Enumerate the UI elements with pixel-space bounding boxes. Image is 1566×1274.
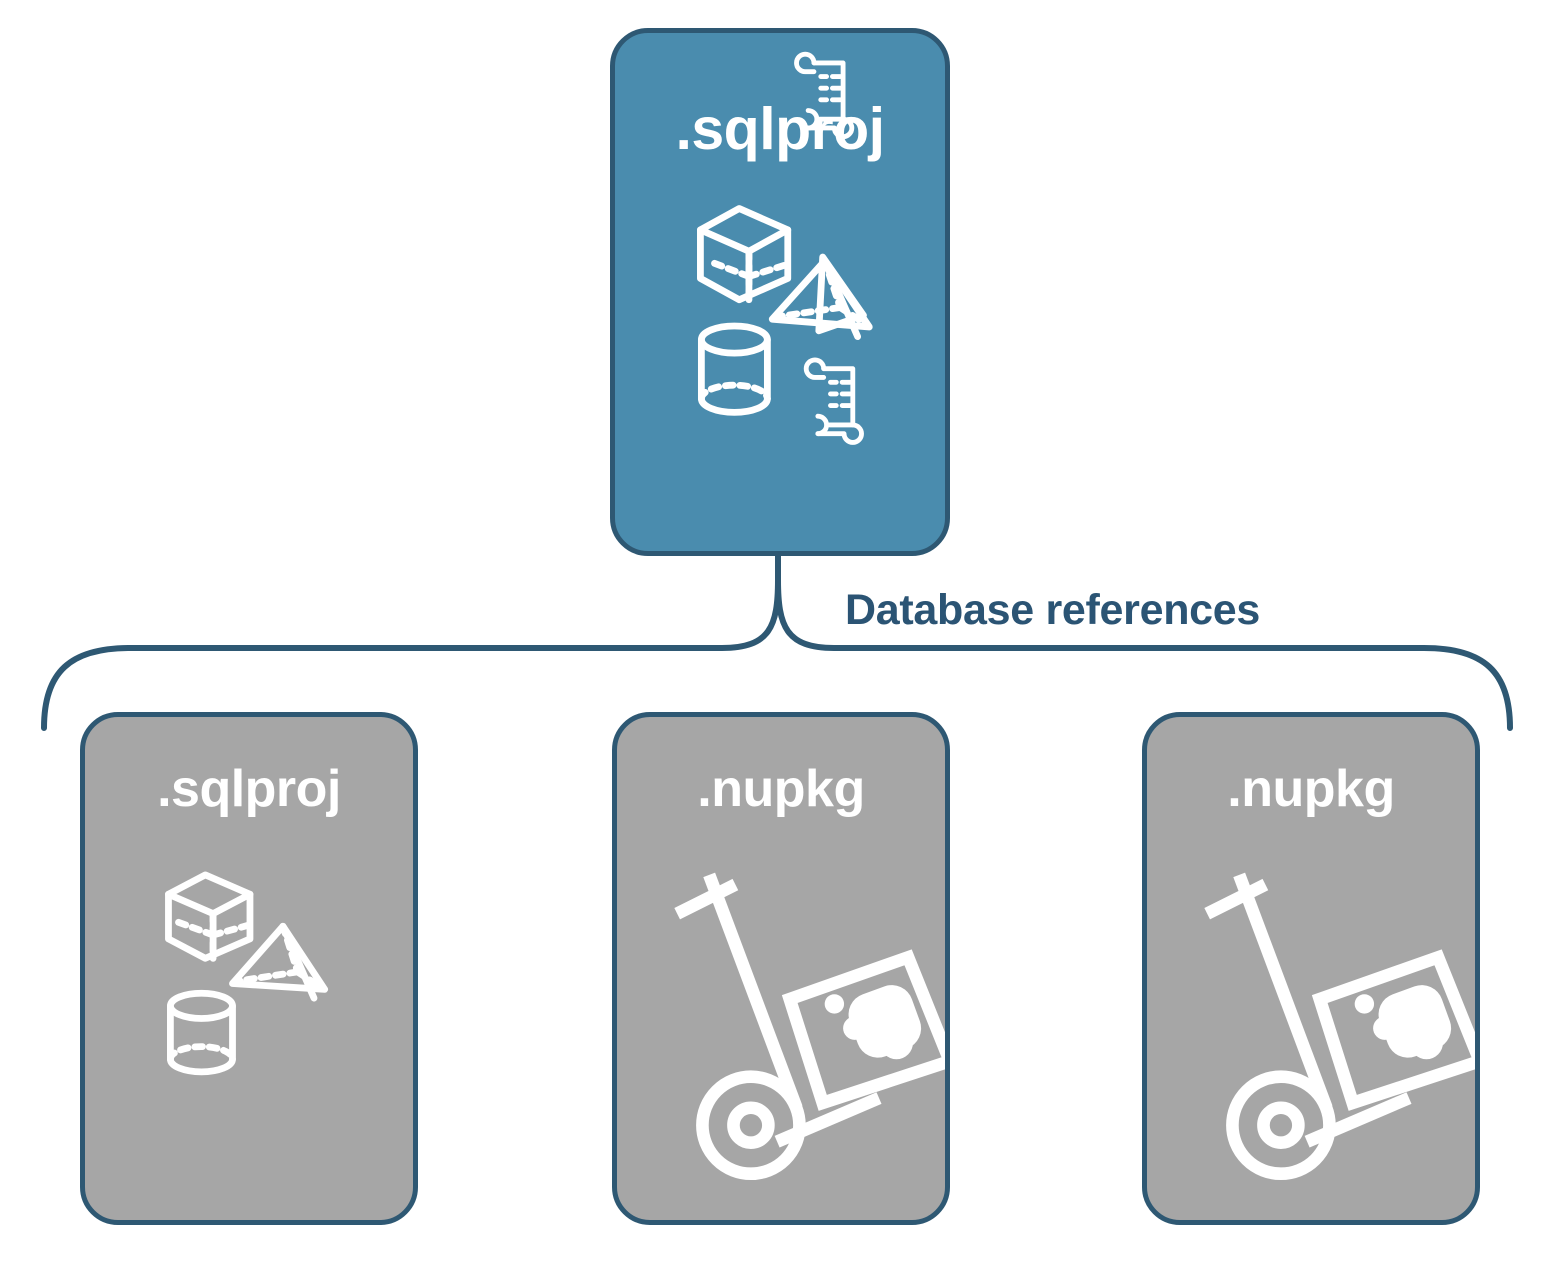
- node-sqlproj-root[interactable]: .sqlproj: [610, 28, 950, 556]
- hand-truck-package-icon: [1204, 872, 1475, 1181]
- node-sqlproj-reference[interactable]: .sqlproj: [80, 712, 418, 1225]
- node-nupkg-reference-1-title: .nupkg: [697, 760, 865, 818]
- node-nupkg-reference-2[interactable]: .nupkg: [1142, 712, 1480, 1225]
- scroll-script-icon: [803, 357, 864, 445]
- cylinder-wireframe-icon: [167, 989, 236, 1076]
- bracket-right-arm: [775, 577, 1513, 731]
- cube-wireframe-icon: [697, 205, 792, 304]
- cylinder-wireframe-icon: [697, 322, 771, 416]
- pyramid-wireframe-icon: [815, 253, 867, 335]
- bracket-label: Database references: [845, 586, 1260, 634]
- node-sqlproj-reference-title: .sqlproj: [157, 760, 341, 818]
- bracket-left-arm: [41, 577, 781, 731]
- cube-wireframe-icon: [165, 871, 254, 962]
- hand-truck-package-icon: [674, 872, 945, 1181]
- node-nupkg-reference-2-title: .nupkg: [1227, 760, 1395, 818]
- pyramid-wireframe-icon-main: [768, 257, 873, 341]
- node-nupkg-reference-1[interactable]: .nupkg: [612, 712, 950, 1225]
- pyramid-wireframe-icon: [229, 922, 329, 1002]
- node-sqlproj-root-title: .sqlproj: [675, 96, 885, 162]
